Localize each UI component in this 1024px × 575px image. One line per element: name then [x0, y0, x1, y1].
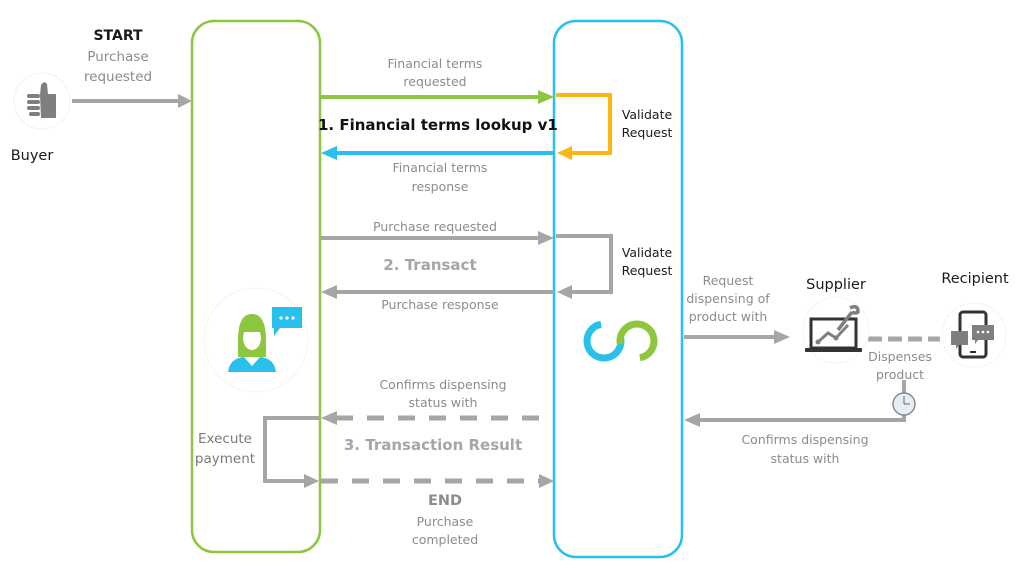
execute-payment-label-line1: Execute [198, 431, 252, 447]
step3-title: 3. Transaction Result [343, 436, 523, 454]
validate-request-label-2-line2: Request [621, 263, 673, 278]
start-arrow [72, 94, 192, 108]
linked-rings-logo-icon [583, 320, 658, 362]
buyer-agent-lane [190, 19, 322, 554]
financial-terms-request-label-line1: Financial terms [387, 56, 483, 71]
purchase-response-label: Purchase response [381, 297, 499, 312]
execute-payment-loop [263, 416, 319, 488]
end-subtitle-line1: Purchase [416, 514, 474, 529]
confirm-status-label-left-line1: Confirms dispensing [379, 377, 507, 392]
dispense-request-arrow [684, 330, 790, 344]
confirm-status-label-right-line1: Confirms dispensing [741, 432, 869, 447]
laptop-wrench-icon [802, 296, 870, 364]
clock-icon [892, 392, 916, 416]
end-title: END [427, 493, 463, 509]
transaction-result-confirm-arrow [321, 411, 543, 425]
dispense-request-label-line1: Request [702, 273, 754, 288]
confirm-status-return-arrow [684, 380, 906, 427]
purchase-response-arrow [321, 285, 554, 299]
dispense-request-label-line3: product with [688, 309, 768, 324]
validate-loop-step1 [556, 93, 612, 160]
financial-terms-response-label-line1: Financial terms [392, 160, 488, 175]
supplier-label: Supplier [806, 277, 866, 293]
execute-payment-label-line2: payment [194, 451, 256, 467]
start-title: START [93, 28, 143, 44]
validate-request-label-2-line1: Validate [621, 245, 673, 260]
financial-terms-request-label-line2: requested [403, 74, 467, 89]
woman-chat-icon [203, 287, 309, 393]
dispenses-product-label-line1: Dispenses [868, 349, 932, 364]
dispenses-product-label-line2: product [875, 367, 925, 382]
confirm-status-label-right-line2: status with [770, 451, 840, 466]
system-lane [552, 19, 684, 559]
confirm-status-label-left-line2: status with [408, 395, 478, 410]
buyer-label: Buyer [10, 148, 54, 164]
thumbs-up-icon [13, 72, 71, 130]
validate-request-label-1-line1: Validate [621, 107, 673, 122]
step2-title: 2. Transact [383, 256, 477, 274]
mobile-chat-icon [941, 302, 1007, 368]
financial-terms-request-arrow [321, 90, 554, 104]
dispense-request-label-line2: dispensing of [686, 291, 770, 306]
start-subtitle-line1: Purchase [87, 49, 149, 65]
end-subtitle-line2: completed [411, 532, 479, 547]
financial-terms-response-label-line2: response [411, 179, 469, 194]
purchase-request-label: Purchase requested [373, 219, 497, 234]
recipient-label: Recipient [941, 271, 1009, 287]
validate-loop-step2 [556, 234, 613, 299]
validate-request-label-1-line2: Request [621, 125, 673, 140]
purchase-request-arrow [321, 231, 554, 245]
start-subtitle-line2: requested [83, 69, 153, 85]
purchase-completed-arrow [321, 474, 554, 488]
financial-terms-response-arrow [321, 146, 554, 160]
step1-title: 1. Financial terms lookup v1 [318, 116, 558, 134]
